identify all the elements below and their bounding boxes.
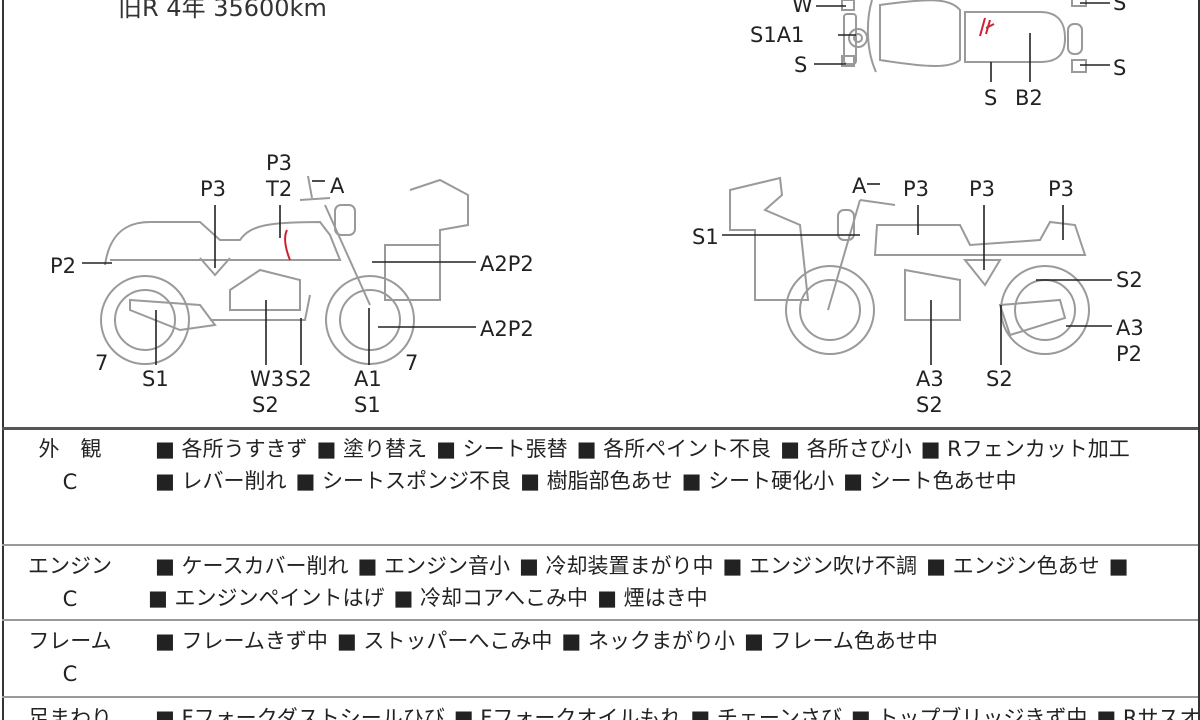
- diagram-label: S: [1113, 0, 1127, 15]
- diagram-label: P3: [969, 177, 996, 201]
- diagram-label: 7: [405, 351, 419, 375]
- grade: C: [62, 662, 78, 686]
- condition-items: ■ フレームきず中■ ストッパーへこみ中■ ネックまがり小■ フレーム色あせ中: [155, 629, 938, 653]
- diagram-label: A3: [1116, 316, 1144, 340]
- diagram-label: P3: [266, 151, 293, 175]
- divider: [2, 696, 1198, 698]
- condition-items: ■ ケースカバー削れ■ エンジン音小■ 冷却装置まがり中■ エンジン吹け不調■ …: [148, 554, 1129, 610]
- diagram-label: S1A1: [750, 23, 805, 47]
- diagram-label: A3: [916, 367, 944, 391]
- diagram-label: A2P2: [480, 252, 534, 276]
- grade: C: [62, 470, 78, 494]
- diagram-label: S1: [142, 367, 169, 391]
- diagram-label: S1: [692, 225, 719, 249]
- grade: C: [62, 587, 78, 611]
- diagram-label: 7: [95, 351, 109, 375]
- diagram-label: T2: [266, 177, 293, 201]
- diagram-label: P3: [1048, 177, 1075, 201]
- diagram-label: P3: [903, 177, 930, 201]
- diagram-label: S2: [986, 367, 1013, 391]
- category-label: 足まわり: [28, 706, 112, 720]
- divider: [2, 619, 1198, 621]
- condition-items: ■ Fフォークダストシールひび■ Fフォークオイルもれ■ チェーンさび■ トップ…: [155, 706, 1200, 720]
- left-view-drawing: [100, 175, 469, 365]
- diagram-label: A: [852, 174, 867, 198]
- diagram-label: W3: [250, 367, 285, 391]
- diagram-label: A1: [354, 367, 382, 391]
- divider: [2, 544, 1198, 546]
- diagram-label: S2: [916, 393, 943, 417]
- divider: [2, 427, 1198, 430]
- diagram-label: S: [794, 53, 808, 77]
- top-view-drawing: [841, 0, 1087, 73]
- diagram-label: W: [792, 0, 813, 17]
- diagram-label: S: [984, 86, 998, 110]
- diagram-label: S1: [354, 393, 381, 417]
- diagram-label: P3: [200, 177, 227, 201]
- diagram-label: P2: [50, 254, 77, 278]
- diagram-label: S2: [285, 367, 312, 391]
- diagram-label: P2: [1116, 342, 1143, 366]
- diagram-label: S2: [1116, 268, 1143, 292]
- motorcycle-diagrams: [82, 0, 1112, 365]
- diagram-label: S: [1113, 56, 1127, 80]
- right-view-drawing: [729, 176, 1090, 355]
- condition-items: ■ 各所うすきず■ 塗り替え■ シート張替■ 各所ペイント不良■ 各所さび小■ …: [155, 437, 1130, 493]
- diagram-label: B2: [1015, 86, 1043, 110]
- diagram-label: S2: [252, 393, 279, 417]
- vehicle-info: 旧R 4年 35600km: [118, 0, 327, 22]
- diagram-label: A: [330, 174, 345, 198]
- diagram-label: A2P2: [480, 317, 534, 341]
